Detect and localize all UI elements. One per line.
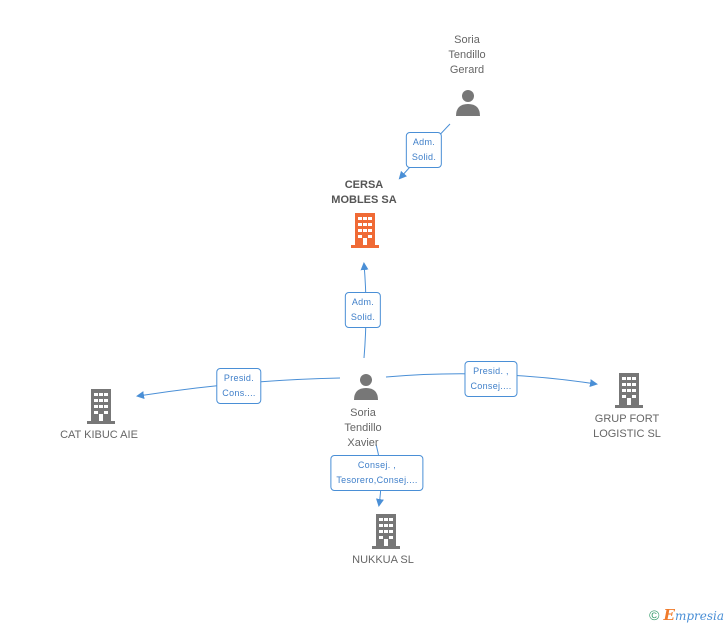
- node-label-line: CAT KIBUC AIE: [60, 429, 138, 441]
- logo-initial: E: [663, 606, 675, 624]
- node-label-line: Gerard: [449, 64, 485, 76]
- edge-label-line: Cons....: [222, 388, 256, 398]
- node-label-line: GRUP FORT: [594, 413, 660, 425]
- edge-label-xavier-grupfort[interactable]: Presid. , Consej....: [464, 361, 518, 397]
- node-label-gerard[interactable]: Soria Tendillo Gerard: [448, 33, 485, 78]
- building-icon[interactable]: [350, 213, 380, 248]
- building-icon[interactable]: [371, 514, 401, 549]
- node-label-line: LOGISTIC SL: [593, 428, 661, 440]
- edge-label-line: Consej. ,: [357, 460, 397, 470]
- edge-label-line: Solid.: [350, 312, 376, 322]
- brand-footer[interactable]: © Empresia: [649, 606, 724, 624]
- node-label-line: NUKKUA SL: [352, 554, 414, 566]
- edge-label-line: Solid.: [411, 152, 437, 162]
- edge-label-xavier-nukkua[interactable]: Consej. , Tesorero,Consej....: [330, 455, 424, 491]
- building-icon[interactable]: [86, 389, 116, 424]
- edge-label-line: Tesorero,Consej....: [336, 475, 418, 485]
- empresia-logo: Empresia: [664, 606, 725, 624]
- node-label-line: MOBLES SA: [331, 194, 397, 206]
- person-icon[interactable]: [454, 88, 482, 116]
- building-icon[interactable]: [614, 373, 644, 408]
- person-icon[interactable]: [352, 372, 380, 400]
- edge-label-xavier-cersa[interactable]: Adm. Solid.: [344, 292, 382, 328]
- edge-label-xavier-catkibuc[interactable]: Presid. Cons....: [216, 368, 262, 404]
- edge-label-line: Consej....: [470, 381, 512, 391]
- node-label-line: Soria: [350, 407, 376, 419]
- edge-label-line: Presid. ,: [473, 366, 509, 376]
- node-label-catkibuc[interactable]: CAT KIBUC AIE: [60, 428, 138, 443]
- edge-label-line: Adm.: [351, 297, 375, 307]
- edge-label-line: Adm.: [412, 137, 436, 147]
- node-label-line: Xavier: [347, 437, 379, 449]
- node-label-grupfort[interactable]: GRUP FORT LOGISTIC SL: [593, 412, 661, 442]
- node-label-line: Tendillo: [448, 49, 486, 61]
- node-label-cersa[interactable]: CERSA MOBLES SA: [331, 178, 396, 208]
- node-label-nukkua[interactable]: NUKKUA SL: [352, 553, 414, 568]
- node-label-line: CERSA: [344, 179, 384, 191]
- node-label-xavier[interactable]: Soria Tendillo Xavier: [344, 406, 381, 451]
- copyright-icon: ©: [649, 607, 660, 623]
- edge-label-gerard-cersa[interactable]: Adm. Solid.: [405, 132, 443, 168]
- logo-text: mpresia: [674, 609, 724, 623]
- node-label-line: Tendillo: [344, 422, 382, 434]
- edge-label-line: Presid.: [223, 373, 255, 383]
- node-label-line: Soria: [454, 34, 480, 46]
